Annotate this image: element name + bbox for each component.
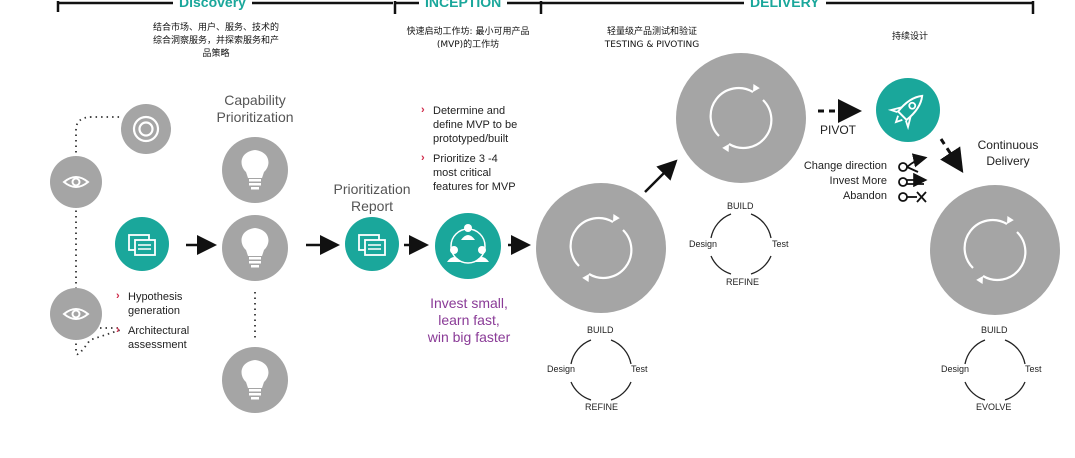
capability-bulbs: [222, 137, 288, 413]
pivot-option-icons: [898, 153, 928, 203]
discovery-bullets: Hypothesis generation Architectural asse…: [116, 289, 189, 358]
prioritization-report-title: Prioritization Report: [333, 181, 411, 214]
inception-description: 快速启动工作坊: 最小可用产品 (MVP)的工作坊: [406, 27, 530, 50]
bullet-architectural: Architectural assessment: [116, 323, 189, 352]
mini-cycle-rings: [570, 213, 1026, 401]
pivot-option-change-direction: Change direction: [803, 160, 887, 172]
cycle-design-label: Design: [689, 239, 718, 249]
team-icon: [447, 224, 489, 262]
phase-title-discovery: Discovery: [173, 0, 252, 10]
bullet-determine-mvp: Determine and define MVP to be prototype…: [421, 103, 517, 146]
cycle-build-label: BUILD: [587, 325, 614, 335]
flow-arrows: [186, 159, 678, 255]
continuous-delivery-label: Continuous Delivery: [977, 138, 1039, 168]
cycle-design-label: Design: [941, 364, 970, 374]
phase-title-inception: INCEPTION: [419, 0, 508, 10]
mvp-team-node: [435, 213, 501, 279]
pivot-arrows: [818, 99, 964, 174]
pivot-option-invest-more: Invest More: [829, 175, 887, 187]
discovery-description: 结合市场、用户、服务、技术的 综合洞察服务，并探索服务和产 品策略: [152, 23, 279, 59]
abandon-icon: [898, 191, 927, 203]
cycle-build-label: BUILD: [981, 325, 1008, 335]
target-node: [121, 104, 171, 154]
cycle-test-label: Test: [631, 364, 648, 374]
inception-bullets: Determine and define MVP to be prototype…: [421, 103, 517, 200]
slogan: Invest small, learn fast, win big faster: [427, 295, 511, 345]
rocket-node: [876, 78, 940, 142]
discovery-nodes: [50, 104, 171, 340]
rocket-icon: [887, 94, 924, 131]
cycle-refine-label: REFINE: [585, 402, 619, 412]
bullet-prioritize-features: Prioritize 3 -4 most critical features f…: [421, 151, 517, 194]
cycle-evolve: [930, 185, 1060, 315]
pivot-option-abandon: Abandon: [842, 190, 887, 202]
cycle-evolve-label: EVOLVE: [976, 402, 1012, 412]
pivot-options: Change direction Invest More Abandon: [786, 159, 887, 204]
cycle-test-label: Test: [1025, 364, 1042, 374]
delivery-description: 轻量级产品测试和验证 TESTING & PIVOTING: [604, 27, 700, 50]
target-icon: [132, 115, 160, 143]
invest-more-icon: [898, 172, 928, 188]
pivot-label: PIVOT: [820, 123, 857, 137]
eye-node-top: [50, 156, 102, 208]
cycle-refine-2: [676, 53, 806, 183]
bullet-hypothesis: Hypothesis generation: [116, 289, 189, 318]
cycle-build-label: BUILD: [727, 201, 754, 211]
phase-title-delivery: DELIVERY: [744, 0, 826, 10]
continuous-design-label: 持续设计: [891, 32, 928, 42]
capability-prioritization-title: Capability Prioritization: [216, 92, 294, 125]
eye-node-bottom: [50, 288, 102, 340]
branch-icon: [898, 153, 928, 173]
cycle-design-label: Design: [547, 364, 576, 374]
cycle-circles: [536, 53, 1060, 315]
cycle-refine-1: [536, 183, 666, 313]
cycle-refine-label: REFINE: [726, 277, 760, 287]
cycle-test-label: Test: [772, 239, 789, 249]
